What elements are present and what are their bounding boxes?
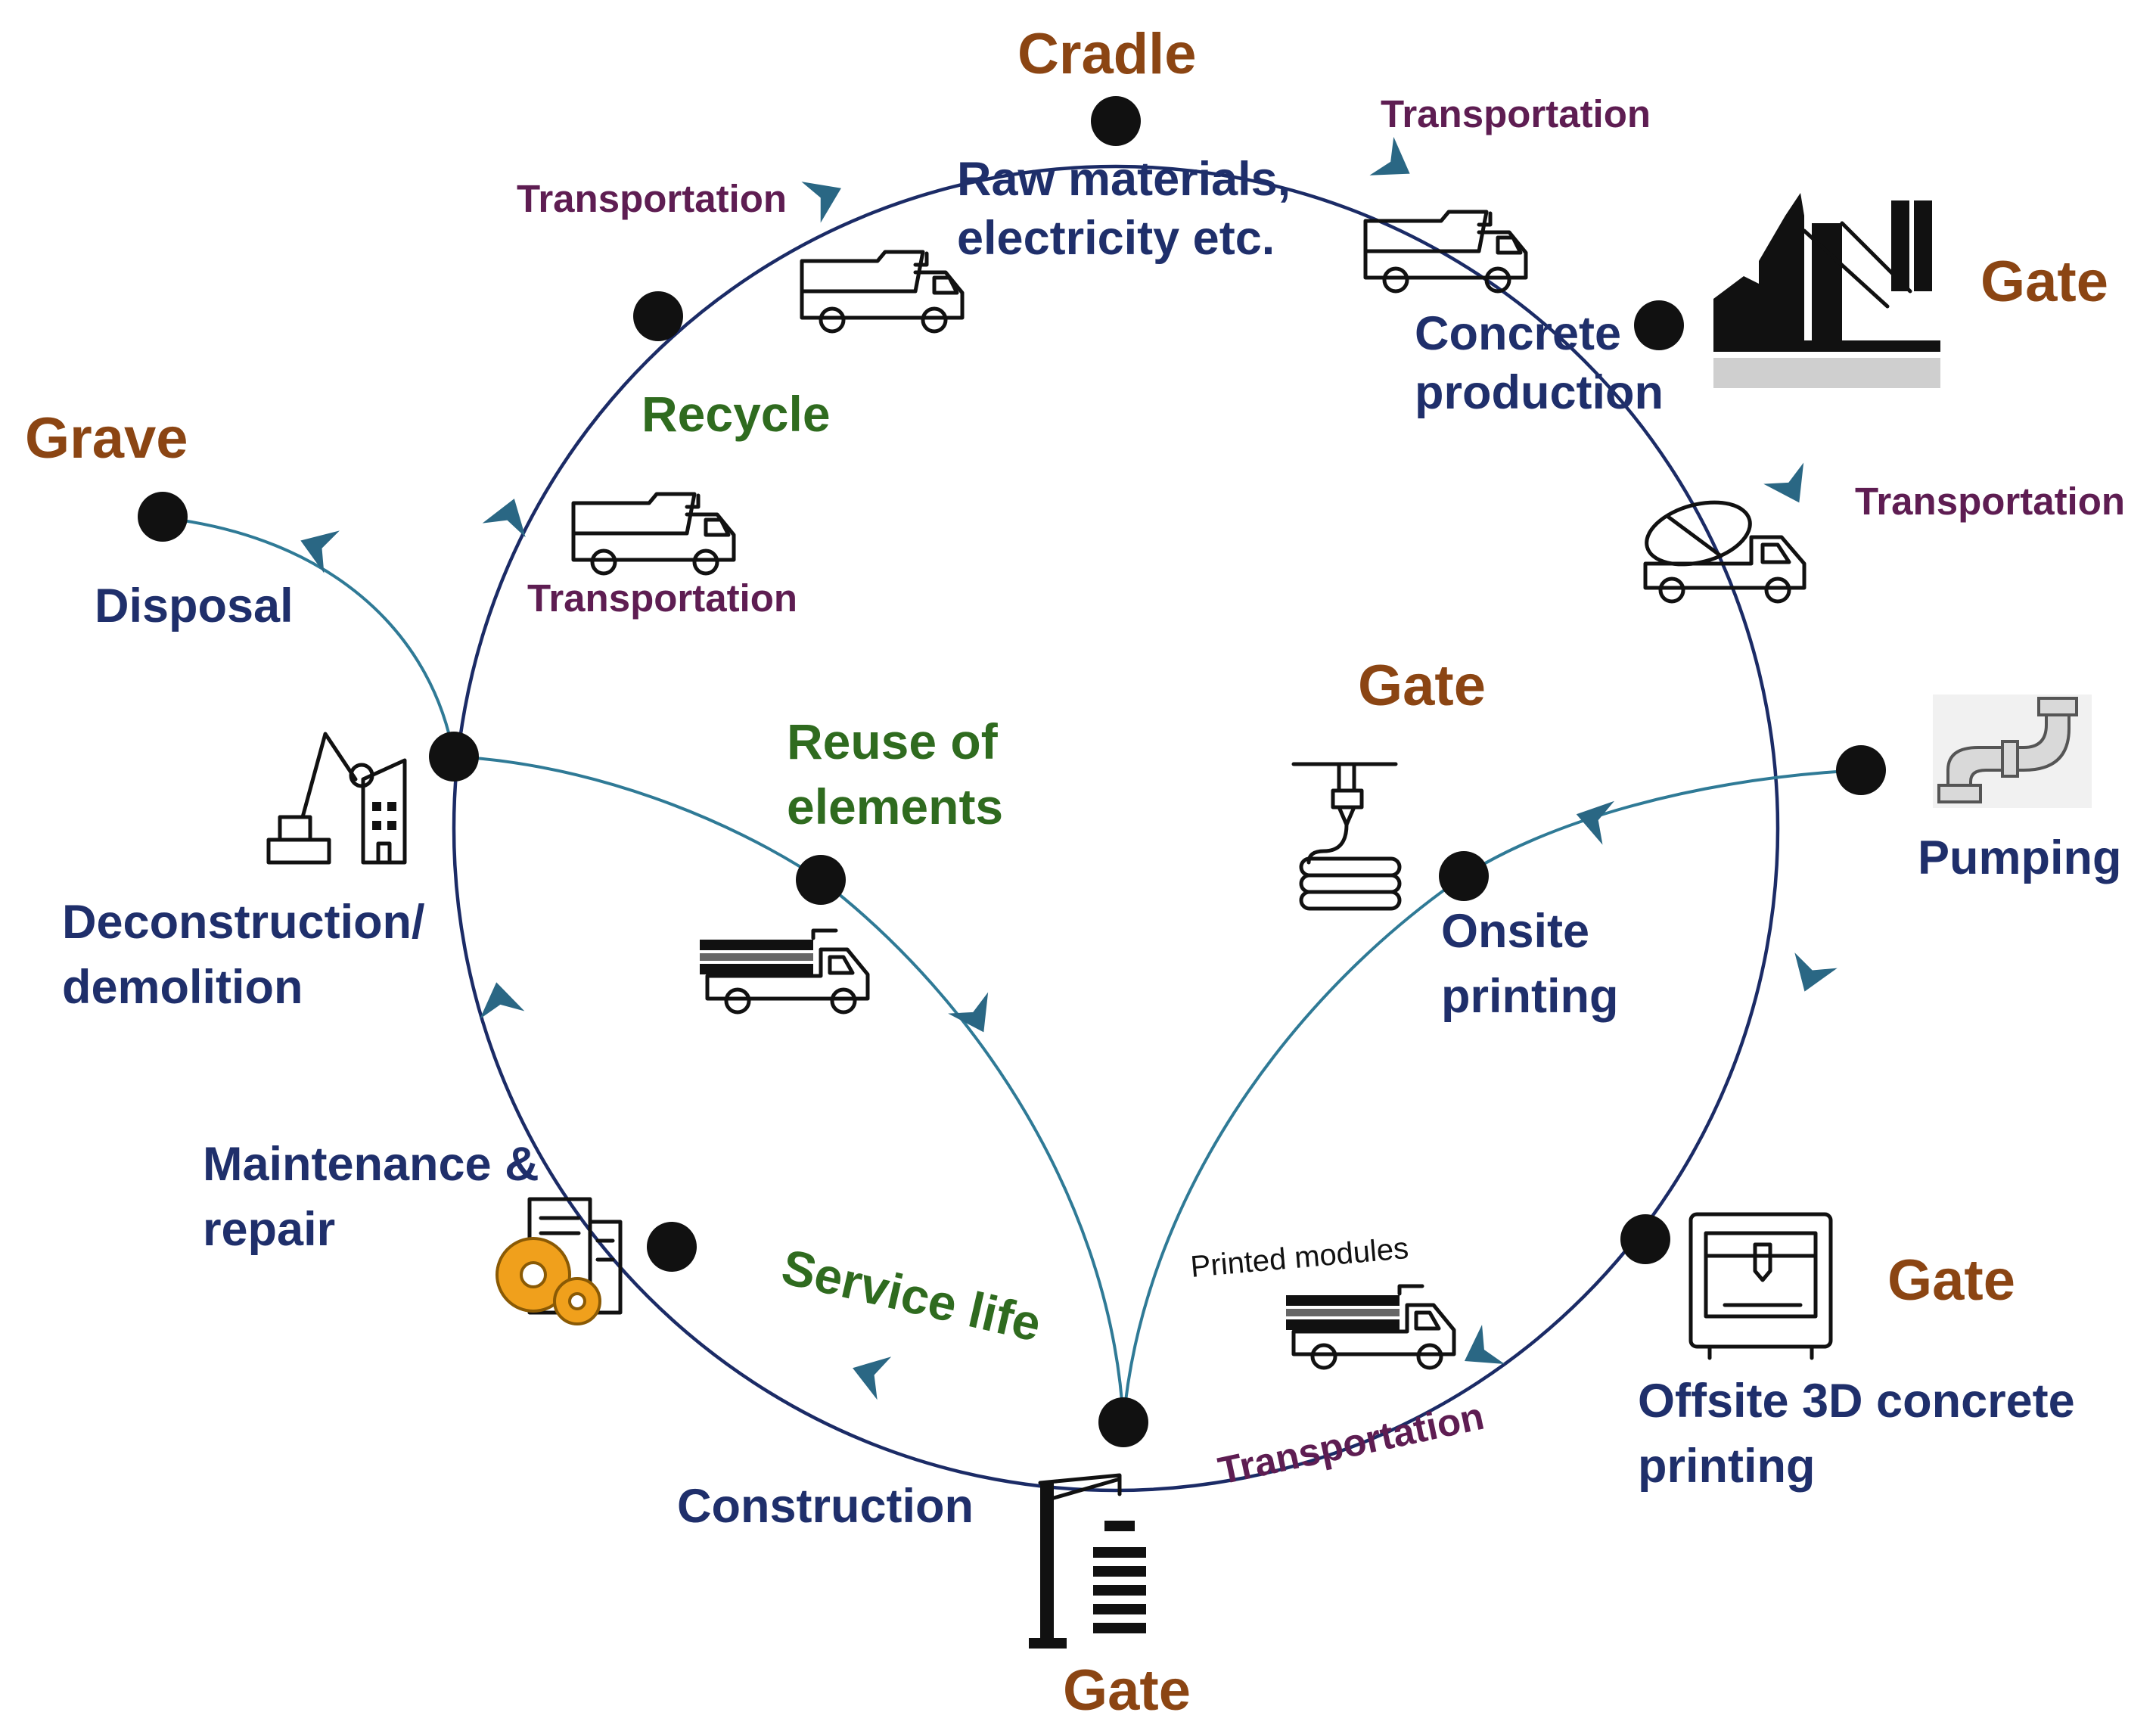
transport-label-top-right: Transportation [1381,92,1651,135]
gate-construction-label: Gate [1063,1658,1191,1723]
crane-icon [1029,1473,1146,1649]
node-disposal [138,492,188,542]
maintenance-label: Maintenance & repair [203,1138,552,1256]
arrow-icon [948,992,989,1033]
pumping-label: Pumping [1918,831,2121,884]
node-pumping [1836,745,1886,795]
construction-label: Construction [677,1480,974,1533]
arrow-icon [801,182,841,223]
mixer-truck-icon [1640,492,1804,601]
disposal-branch [166,517,455,757]
lifecycle-ring [452,164,1780,1493]
deconstruction-label: Deconstruction/ demolition [62,896,438,1014]
gate-offsite-label: Gate [1887,1248,2015,1313]
service-life-label: Service life [777,1238,1046,1353]
reuse-branch [453,755,1125,1423]
arrow-icon [1464,1325,1505,1364]
node-reuse [796,855,846,905]
dump-truck-icon [802,252,962,331]
dump-truck-icon [573,494,734,573]
pipe-icon [1933,695,2092,808]
transport-label-bottom: Transportation [1214,1394,1487,1493]
3d-printer-icon [1688,1212,1833,1360]
recycle-label: Recycle [642,386,831,442]
3d-print-nozzle-icon [1291,762,1402,911]
arrow-icon [482,499,526,538]
arrow-icon [853,1356,892,1400]
arrow-icon [1576,800,1615,845]
reuse-label: Reuse of elements [787,713,1011,834]
transport-label-top-left: Transportation [517,177,787,220]
arrow-icon [1763,462,1804,503]
node-cradle [1091,96,1141,146]
demolition-icon [266,732,407,865]
arrow-icon [480,982,525,1019]
dump-truck-icon [1365,212,1526,291]
node-construction [1098,1397,1148,1447]
node-offsite-printing [1620,1214,1670,1264]
maintenance-gears-icon [496,1197,623,1325]
printed-modules-label: Printed modules [1189,1232,1410,1284]
gate-production-label: Gate [1980,250,2108,314]
node-maintenance [647,1222,697,1272]
concrete-plant-icon [1713,193,1940,388]
node-concrete-production [1634,300,1684,350]
raw-materials-label: Raw materials, electricity etc. [957,153,1304,265]
flatbed-truck-icon [1286,1286,1454,1368]
disposal-label: Disposal [95,580,294,632]
cradle-label: Cradle [1017,22,1197,86]
node-onsite-printing [1439,851,1489,901]
arrow-icon [300,530,340,573]
node-recycle [633,291,683,341]
onsite-branch [1122,769,1862,1423]
transport-label-left: Transportation [527,576,797,620]
concrete-production-label: Concrete production [1415,307,1664,419]
flatbed-truck-icon [700,931,868,1012]
flow-arrows [300,136,1838,1400]
arrow-icon [1794,952,1838,992]
onsite-printing-label: Onsite printing [1441,905,1618,1023]
arrow-icon [1369,136,1410,176]
gate-onsite-label: Gate [1358,654,1486,718]
transport-label-right: Transportation [1855,480,2125,523]
node-deconstruction [429,732,479,782]
grave-label: Grave [25,406,188,471]
offsite-printing-label: Offsite 3D concrete printing [1638,1375,2088,1493]
